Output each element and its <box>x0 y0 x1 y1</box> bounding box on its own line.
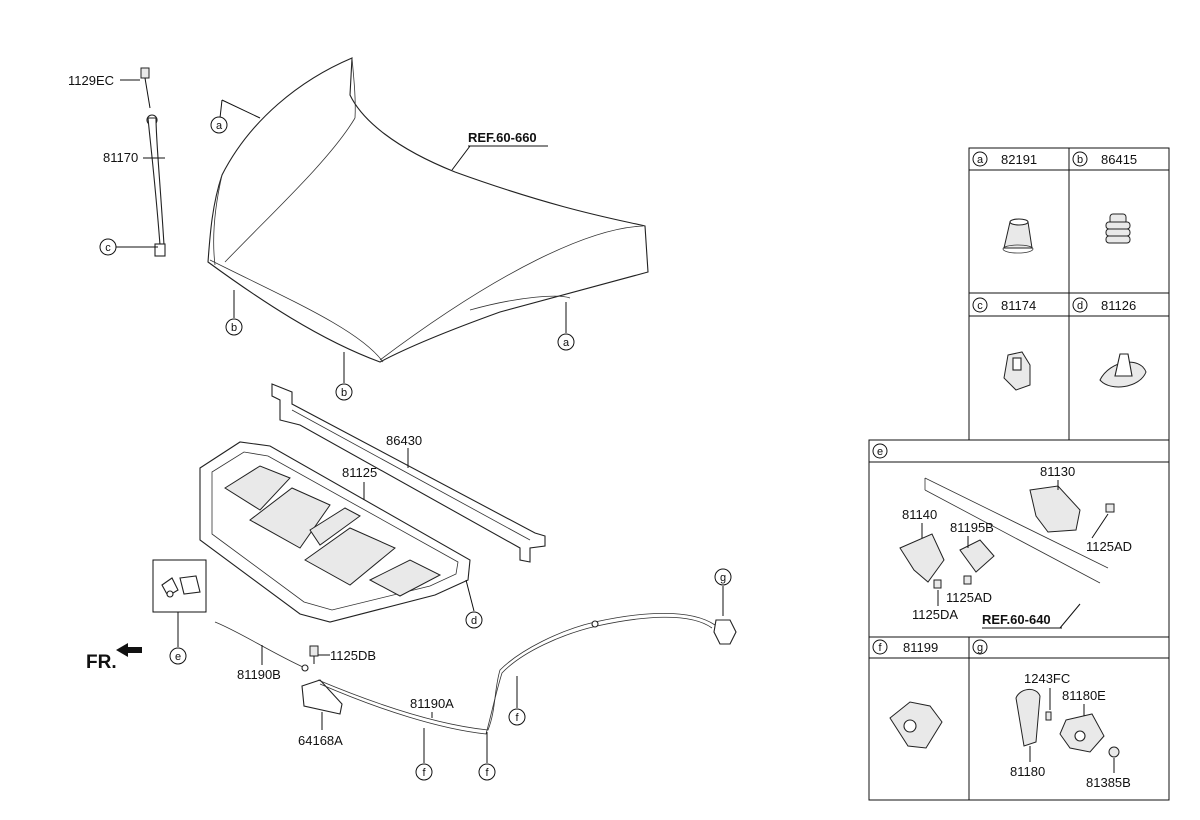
table-cell-g: g 1243FC 81180E 81180 81385B <box>972 639 1131 790</box>
hood-panel <box>207 57 649 363</box>
svg-text:g: g <box>720 572 726 584</box>
svg-text:f: f <box>515 712 519 724</box>
cable-clip-callouts: f f f <box>415 676 526 781</box>
hood-stay-rod: 1129EC 81170 c <box>68 67 166 257</box>
svg-text:c: c <box>105 242 111 254</box>
svg-text:e: e <box>175 651 181 663</box>
e-latch-inset: e <box>152 559 207 665</box>
svg-text:1125AD: 1125AD <box>1086 539 1132 554</box>
svg-text:1125DB: 1125DB <box>330 648 376 663</box>
release-handle-64168A: 64168A <box>298 679 343 748</box>
svg-text:1125AD: 1125AD <box>946 590 992 605</box>
svg-text:81140: 81140 <box>902 507 937 522</box>
svg-text:86415: 86415 <box>1101 152 1137 167</box>
svg-text:a: a <box>977 154 984 166</box>
svg-text:b: b <box>341 387 347 399</box>
svg-text:d: d <box>1077 300 1083 312</box>
table-cell-f: f 81199 <box>872 639 943 749</box>
table-cell-e: e 81130 81140 81195B 1125AD 1125AD 1125D… <box>872 443 1132 629</box>
svg-text:f: f <box>485 767 489 779</box>
table-cell-a: a 82191 <box>972 151 1037 254</box>
svg-text:1243FC: 1243FC <box>1024 671 1070 686</box>
svg-text:d: d <box>471 615 477 627</box>
svg-text:REF.60-640: REF.60-640 <box>982 612 1051 627</box>
svg-text:81174: 81174 <box>1001 298 1036 313</box>
table-cell-b: b 86415 <box>1072 151 1137 244</box>
svg-text:81180: 81180 <box>1010 764 1045 779</box>
svg-text:b: b <box>231 322 237 334</box>
parts-table: a 82191 b 86415 c 81174 d 81126 <box>868 147 1170 801</box>
svg-text:81170: 81170 <box>103 150 138 165</box>
svg-text:81190A: 81190A <box>410 696 454 711</box>
svg-text:81130: 81130 <box>1040 464 1075 479</box>
svg-text:1129EC: 1129EC <box>68 73 114 88</box>
table-cell-c: c 81174 <box>972 297 1036 391</box>
front-direction-marker: FR. <box>86 643 142 673</box>
callout-a-top: a <box>210 99 261 134</box>
bolt-1125DB: 1125DB <box>309 645 376 664</box>
svg-text:81125: 81125 <box>342 465 377 480</box>
callout-b-bottom: b <box>335 352 353 401</box>
svg-text:64168A: 64168A <box>298 733 343 748</box>
table-cell-d: d 81126 <box>1072 297 1147 388</box>
secondary-latch: g <box>713 568 737 645</box>
hood-insulator-81125: 81125 d <box>199 441 483 629</box>
svg-text:b: b <box>1077 154 1083 166</box>
weatherstrip-86430: 86430 <box>271 383 546 563</box>
svg-text:FR.: FR. <box>86 652 117 673</box>
release-cable-81190A: 81190A <box>317 612 716 735</box>
svg-text:81126: 81126 <box>1101 298 1136 313</box>
ref-hood-label: REF.60-660 <box>451 130 548 171</box>
svg-text:82191: 82191 <box>1001 152 1037 167</box>
svg-text:g: g <box>977 642 983 654</box>
svg-text:f: f <box>422 767 426 779</box>
svg-text:a: a <box>216 120 223 132</box>
callout-a-right: a <box>557 302 575 351</box>
svg-text:81385B: 81385B <box>1086 775 1131 790</box>
svg-text:e: e <box>877 446 883 458</box>
callout-b-left: b <box>225 290 243 336</box>
svg-text:1125DA: 1125DA <box>912 607 958 622</box>
svg-text:a: a <box>563 337 570 349</box>
svg-text:81195B: 81195B <box>950 520 994 535</box>
release-cable-81190B: 81190B <box>214 621 309 682</box>
svg-text:c: c <box>977 300 983 312</box>
svg-text:86430: 86430 <box>386 433 422 448</box>
svg-text:REF.60-660: REF.60-660 <box>468 130 537 145</box>
svg-text:81190B: 81190B <box>237 667 281 682</box>
svg-text:f: f <box>878 642 882 654</box>
svg-text:81199: 81199 <box>903 640 938 655</box>
svg-text:81180E: 81180E <box>1062 688 1106 703</box>
